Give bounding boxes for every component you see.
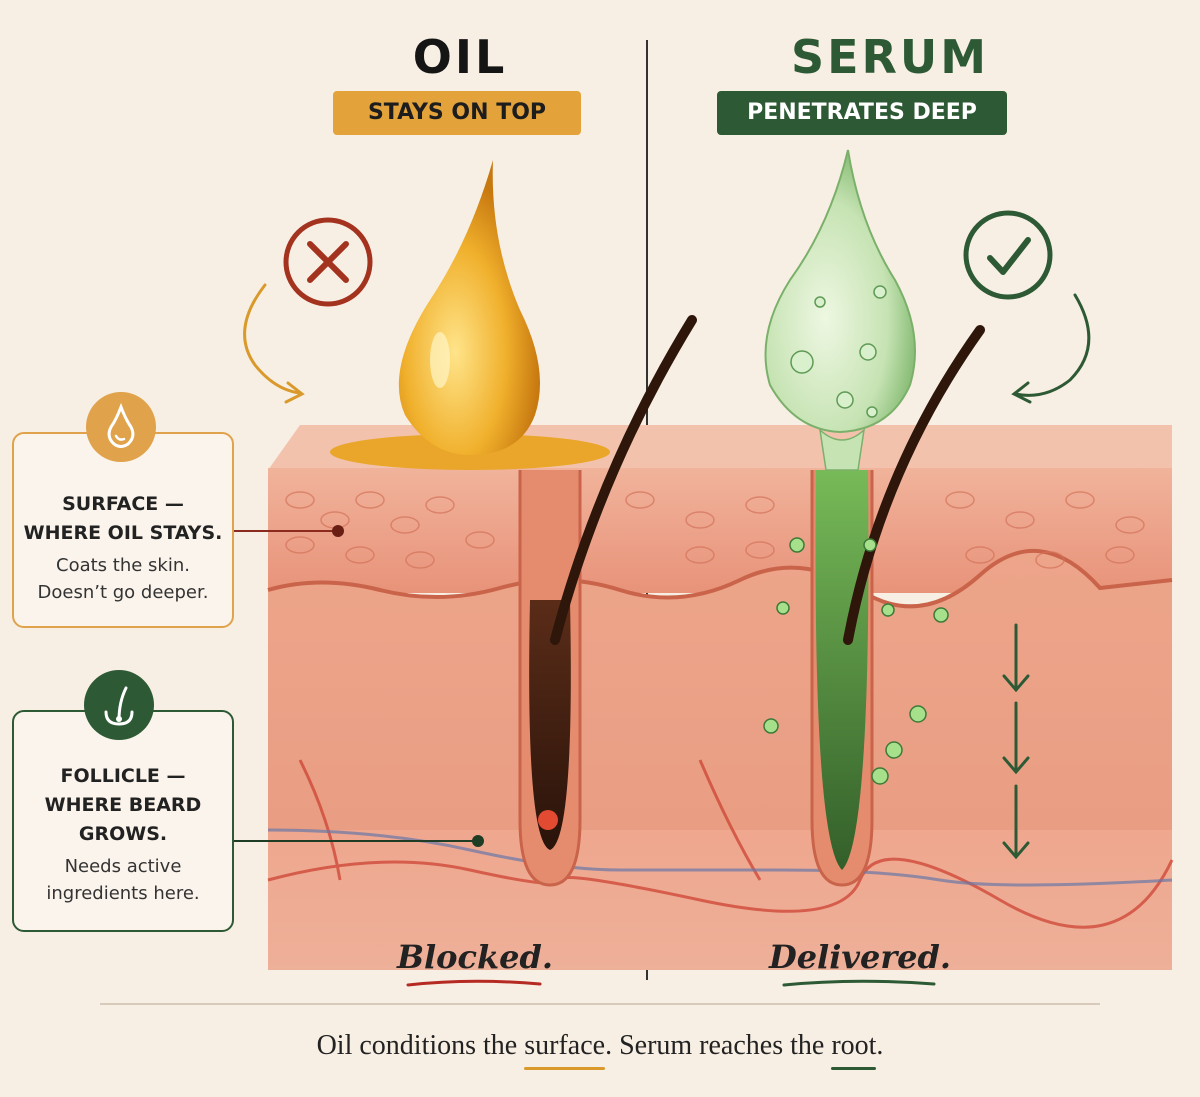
oil-curved-arrow-icon (243, 283, 305, 404)
hair-follicle-icon (84, 670, 154, 740)
follicle-body-1: Needs active (64, 856, 182, 877)
serum-curved-arrow-icon (1011, 293, 1091, 404)
delivered-underline (782, 979, 936, 987)
down-arrows-icon (1002, 623, 1030, 860)
oil-title: OIL (412, 30, 508, 84)
surface-callout: SURFACE — WHERE OIL STAYS. Coats the ski… (12, 432, 234, 628)
skin-block (267, 425, 1174, 970)
oil-pill: STAYS ON TOP (333, 91, 581, 135)
surface-heading-2: WHERE OIL STAYS. (23, 522, 223, 544)
follicle-body-2: ingredients here. (46, 883, 200, 904)
callout-connectors (234, 525, 484, 847)
surface-body-2: Doesn’t go deeper. (37, 582, 209, 603)
footer-word-root: root (831, 1030, 877, 1070)
follicle-heading-1: FOLLICLE — (60, 765, 186, 787)
surface-heading-1: SURFACE — (62, 493, 184, 515)
serum-drop-icon (764, 149, 916, 471)
x-circle-icon (283, 217, 373, 307)
follicle-heading-3: GROWS. (78, 823, 168, 845)
follicle-callout: FOLLICLE — WHERE BEARD GROWS. Needs acti… (12, 710, 234, 932)
footer-part-3: . (876, 1030, 884, 1061)
blocked-underline (406, 979, 542, 987)
footer-part-2: . Serum reaches the (605, 1030, 832, 1061)
oil-verdict: Blocked. (396, 938, 554, 976)
surface-body-1: Coats the skin. (56, 555, 190, 576)
serum-verdict: Delivered. (768, 938, 952, 976)
serum-pill: PENETRATES DEEP (717, 91, 1007, 135)
drop-icon (86, 392, 156, 462)
footer-caption: Oil conditions the surface. Serum reache… (0, 1030, 1200, 1070)
serum-title: SERUM (790, 30, 990, 84)
serum-follicle (763, 325, 985, 887)
footer-word-surface: surface (524, 1030, 606, 1070)
check-circle-icon (963, 210, 1053, 300)
follicle-heading-2: WHERE BEARD (44, 794, 202, 816)
oil-follicle (518, 315, 697, 887)
footer-part-1: Oil conditions the (316, 1030, 525, 1061)
oil-drop-icon (330, 160, 610, 470)
